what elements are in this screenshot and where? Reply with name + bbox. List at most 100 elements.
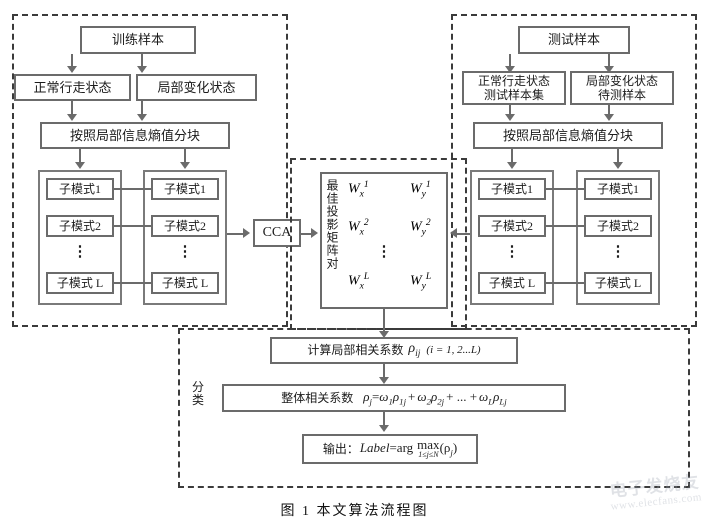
training-entropy-block-box[interactable]: 按照局部信息熵值分块 — [40, 122, 230, 149]
training-submode-left-1[interactable]: 子模式1 — [46, 178, 114, 200]
projection-wx-1: Wx1 — [348, 180, 369, 200]
test-submode-right-ellipsis: ⋮ — [610, 244, 626, 260]
training-entropy-block-label: 按照局部信息熵值分块 — [69, 127, 200, 143]
test-submode-right-1[interactable]: 子模式1 — [584, 178, 652, 200]
test-submode-left-L[interactable]: 子模式 L — [478, 272, 546, 294]
output-prefix: 输出： — [322, 441, 359, 456]
projection-wy-1: Wy1 — [410, 180, 431, 200]
global-coefficient-prefix: 整体相关系数 — [281, 390, 354, 405]
arrow-global-to-output — [379, 425, 389, 432]
test-sample-label: 测试样本 — [547, 32, 600, 48]
test-submode-left-L-label: 子模式 L — [488, 275, 536, 290]
test-normal-state-box[interactable]: 正常行走状态 测试样本集 — [462, 71, 566, 105]
link-training-submode-L — [114, 282, 151, 284]
training-submode-left-2[interactable]: 子模式2 — [46, 215, 114, 237]
connector-test-normal-to-block — [509, 105, 511, 115]
connector-block-to-sub-left — [79, 149, 81, 163]
connector-train-down-right — [141, 54, 143, 67]
training-submode-left-ellipsis: ⋮ — [72, 244, 88, 260]
connector-test-local-to-block — [608, 105, 610, 115]
test-submode-left-1[interactable]: 子模式1 — [478, 178, 546, 200]
test-entropy-block-box[interactable]: 按照局部信息熵值分块 — [473, 122, 663, 149]
arrow-projection-to-local-coef — [379, 331, 389, 338]
local-coefficient-rho: ρij — [408, 341, 421, 359]
test-entropy-block-label: 按照局部信息熵值分块 — [502, 127, 633, 143]
arrow-local-to-block — [137, 114, 147, 121]
test-submode-group-left — [470, 170, 554, 305]
link-test-submode-L — [546, 282, 584, 284]
classification-region — [178, 328, 690, 488]
connector-normal-to-block — [71, 101, 73, 115]
training-sample-box[interactable]: 训练样本 — [80, 26, 196, 54]
test-sample-box[interactable]: 测试样本 — [518, 26, 630, 54]
training-submode-left-2-label: 子模式2 — [58, 218, 101, 233]
training-submode-group-right — [143, 170, 227, 305]
arrow-block-to-sub-right — [180, 162, 190, 169]
arrow-test-normal-to-block — [505, 114, 515, 121]
training-sample-label: 训练样本 — [111, 32, 164, 48]
training-submode-right-2[interactable]: 子模式2 — [151, 215, 219, 237]
arrow-test-to-local — [604, 66, 614, 73]
arrow-train-to-normal — [67, 66, 77, 73]
arrow-test-to-normal — [505, 66, 515, 73]
training-submode-left-1-label: 子模式1 — [58, 181, 101, 196]
training-normal-state-box[interactable]: 正常行走状态 — [14, 74, 131, 101]
link-training-submode-2 — [114, 225, 151, 227]
training-submode-left-L-label: 子模式 L — [56, 275, 104, 290]
arrow-test-to-projection — [450, 228, 457, 238]
figure-caption: 图 1 本文算法流程图 — [280, 504, 429, 519]
training-submode-right-2-label: 子模式2 — [163, 218, 206, 233]
arrow-block-to-sub-left — [75, 162, 85, 169]
arrow-training-to-cca — [243, 228, 250, 238]
global-coefficient-formula: ρj=ω1ρ1j+ω2ρ2j+ ... +ωLρLj — [363, 388, 507, 407]
training-normal-state-label: 正常行走状态 — [33, 79, 112, 95]
test-submode-left-1-label: 子模式1 — [490, 181, 533, 196]
projection-ellipsis: ⋮ — [376, 244, 392, 260]
projection-matrix-box[interactable] — [320, 172, 448, 309]
training-submode-right-1[interactable]: 子模式1 — [151, 178, 219, 200]
test-normal-state-line2: 测试样本集 — [483, 88, 544, 102]
training-submode-right-1-label: 子模式1 — [163, 181, 206, 196]
arrow-normal-to-block — [67, 114, 77, 121]
local-coefficient-box[interactable]: 计算局部相关系数 ρij (i = 1, 2...L) — [270, 337, 518, 364]
cca-box[interactable]: CCA — [253, 219, 301, 247]
projection-wx-2: Wx2 — [348, 218, 369, 238]
training-submode-right-L-label: 子模式 L — [161, 275, 209, 290]
local-coefficient-range: (i = 1, 2...L) — [426, 343, 481, 356]
link-test-submode-2 — [546, 225, 584, 227]
projection-wy-2: Wy2 — [410, 218, 431, 238]
training-local-state-label: 局部变化状态 — [157, 79, 236, 95]
test-submode-group-right — [576, 170, 660, 305]
arrow-test-local-to-block — [604, 114, 614, 121]
arrow-cca-to-projection — [311, 228, 318, 238]
test-submode-left-2[interactable]: 子模式2 — [478, 215, 546, 237]
projection-vertical-label: 最佳投影矩阵对 — [325, 179, 339, 270]
test-submode-left-2-label: 子模式2 — [490, 218, 533, 233]
test-submode-right-L-label: 子模式 L — [594, 275, 642, 290]
test-normal-state-line1: 正常行走状态 — [477, 73, 550, 88]
training-submode-right-L[interactable]: 子模式 L — [151, 272, 219, 294]
arrow-local-to-global — [379, 377, 389, 384]
connector-test-down-left — [509, 54, 511, 67]
arrow-test-block-to-sub-right — [613, 162, 623, 169]
training-sample-region — [12, 14, 288, 327]
connector-projection-to-local-coef — [383, 309, 385, 335]
projection-wx-L: WxL — [348, 272, 370, 292]
test-submode-right-2[interactable]: 子模式2 — [584, 215, 652, 237]
link-training-submode-1 — [114, 188, 151, 190]
test-sample-region — [451, 14, 697, 327]
global-coefficient-box[interactable]: 整体相关系数 ρj=ω1ρ1j+ω2ρ2j+ ... +ωLρLj — [222, 384, 566, 412]
test-local-state-box[interactable]: 局部变化状态 待测样本 — [570, 71, 674, 105]
training-submode-right-ellipsis: ⋮ — [177, 244, 193, 260]
test-submode-right-L[interactable]: 子模式 L — [584, 272, 652, 294]
connector-train-down-left — [71, 54, 73, 67]
test-submode-right-2-label: 子模式2 — [596, 218, 639, 233]
training-submode-left-L[interactable]: 子模式 L — [46, 272, 114, 294]
connector-local-to-global — [383, 364, 385, 378]
connector-cca-to-projection — [301, 233, 313, 235]
training-local-state-box[interactable]: 局部变化状态 — [136, 74, 257, 101]
connector-training-to-cca — [227, 233, 245, 235]
test-submode-right-1-label: 子模式1 — [596, 181, 639, 196]
